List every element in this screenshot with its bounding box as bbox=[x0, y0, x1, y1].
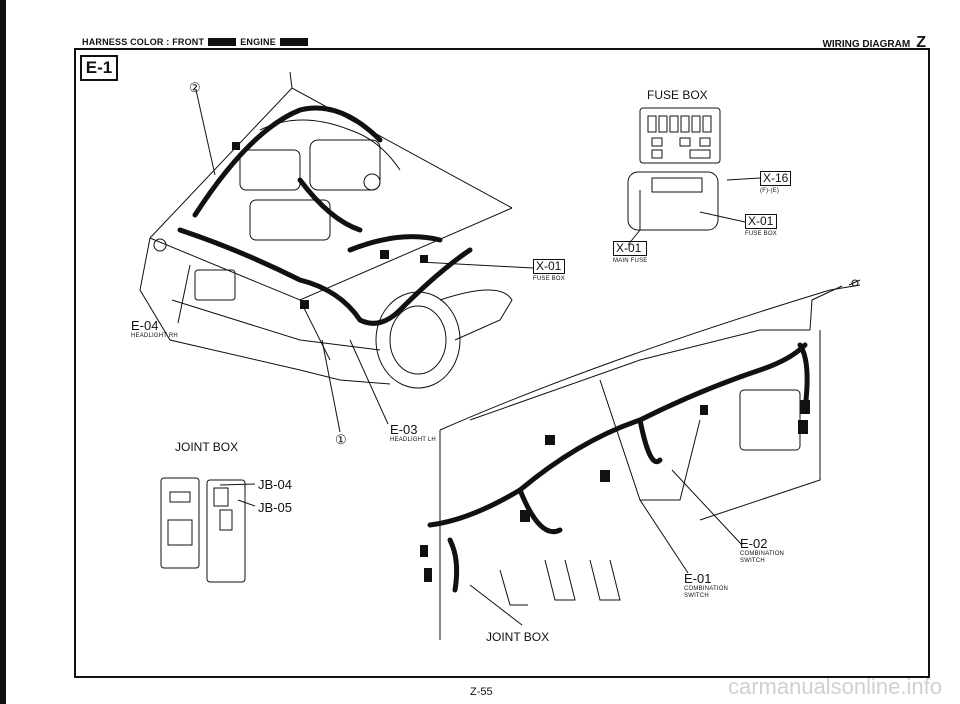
fuse-box-title: FUSE BOX bbox=[647, 88, 708, 102]
connector-x16-desc: (F)-(E) bbox=[760, 188, 780, 194]
page-number: Z-55 bbox=[470, 686, 493, 698]
section-letter: Z bbox=[916, 34, 926, 51]
connector-jb05-code: JB-05 bbox=[258, 500, 292, 515]
connector-x01-engine-code: X-01 bbox=[533, 259, 565, 274]
engine-label: ENGINE bbox=[240, 37, 276, 47]
connector-e04-code: E-04 bbox=[131, 318, 159, 333]
engine-harness bbox=[192, 105, 383, 218]
connector-e02: E-02 COMBINATION SWITCH bbox=[740, 536, 800, 565]
connector-e04-desc: HEADLIGHT RH bbox=[131, 333, 178, 339]
connector-jb04-code: JB-04 bbox=[258, 477, 292, 492]
front-color-swatch bbox=[208, 38, 237, 46]
connector-e01: E-01 COMBINATION SWITCH bbox=[684, 571, 744, 600]
diagram-frame bbox=[74, 48, 930, 678]
connector-x01-main-fuse: X-01 MAIN FUSE bbox=[613, 241, 648, 265]
connector-x01-main-code: X-01 bbox=[613, 241, 648, 256]
connector-e02-code: E-02 bbox=[740, 536, 768, 551]
car-body bbox=[139, 237, 391, 385]
harness-color-label: HARNESS COLOR : FRONT bbox=[82, 37, 205, 47]
connector-e04: E-04 HEADLIGHT RH bbox=[131, 318, 178, 340]
jb-04-outline bbox=[160, 477, 200, 569]
connector-e02-desc: COMBINATION SWITCH bbox=[740, 551, 785, 564]
connector-x01-engine-desc: FUSE BOX bbox=[533, 276, 565, 282]
joint-box-bottom-label: JOINT BOX bbox=[486, 630, 550, 644]
watermark: carmanualsonline.info bbox=[727, 674, 942, 699]
diagram-title-text: WIRING DIAGRAM bbox=[822, 39, 911, 50]
connector-e01-desc: COMBINATION SWITCH bbox=[684, 586, 729, 599]
connector-x16: X-16 (F)-(E) bbox=[760, 171, 792, 195]
dashboard-harness bbox=[427, 342, 808, 528]
connector-e03-code: E-03 bbox=[390, 422, 418, 437]
connector-e03-desc: HEADLIGHT LH bbox=[390, 437, 436, 443]
binder-edge bbox=[0, 0, 6, 704]
section-badge: E-1 bbox=[80, 55, 118, 81]
callout-1: ① bbox=[335, 432, 347, 447]
dashboard-outline bbox=[439, 284, 861, 431]
jb-05-outline bbox=[206, 479, 246, 583]
callout-2: ② bbox=[189, 80, 201, 95]
connector-x01-fuse-right: X-01 FUSE BOX bbox=[745, 214, 777, 238]
joint-box-title: JOINT BOX bbox=[175, 440, 239, 454]
connector-e01-code: E-01 bbox=[684, 571, 712, 586]
connector-x01-right-code: X-01 bbox=[745, 214, 777, 229]
harness-color-legend: HARNESS COLOR : FRONT ENGINE bbox=[82, 37, 308, 47]
fuse-box-outline bbox=[639, 107, 721, 164]
main-fuse-outline bbox=[627, 171, 719, 231]
connector-x01-main-desc: MAIN FUSE bbox=[613, 258, 648, 264]
diagram-title: WIRING DIAGRAM Z bbox=[822, 34, 926, 52]
connector-x01-engine: X-01 FUSE BOX bbox=[533, 259, 565, 283]
engine-color-swatch bbox=[279, 38, 308, 46]
connector-x16-code: X-16 bbox=[760, 171, 792, 186]
connector-e03: E-03 HEADLIGHT LH bbox=[390, 422, 436, 444]
connector-x01-right-desc: FUSE BOX bbox=[745, 231, 777, 237]
